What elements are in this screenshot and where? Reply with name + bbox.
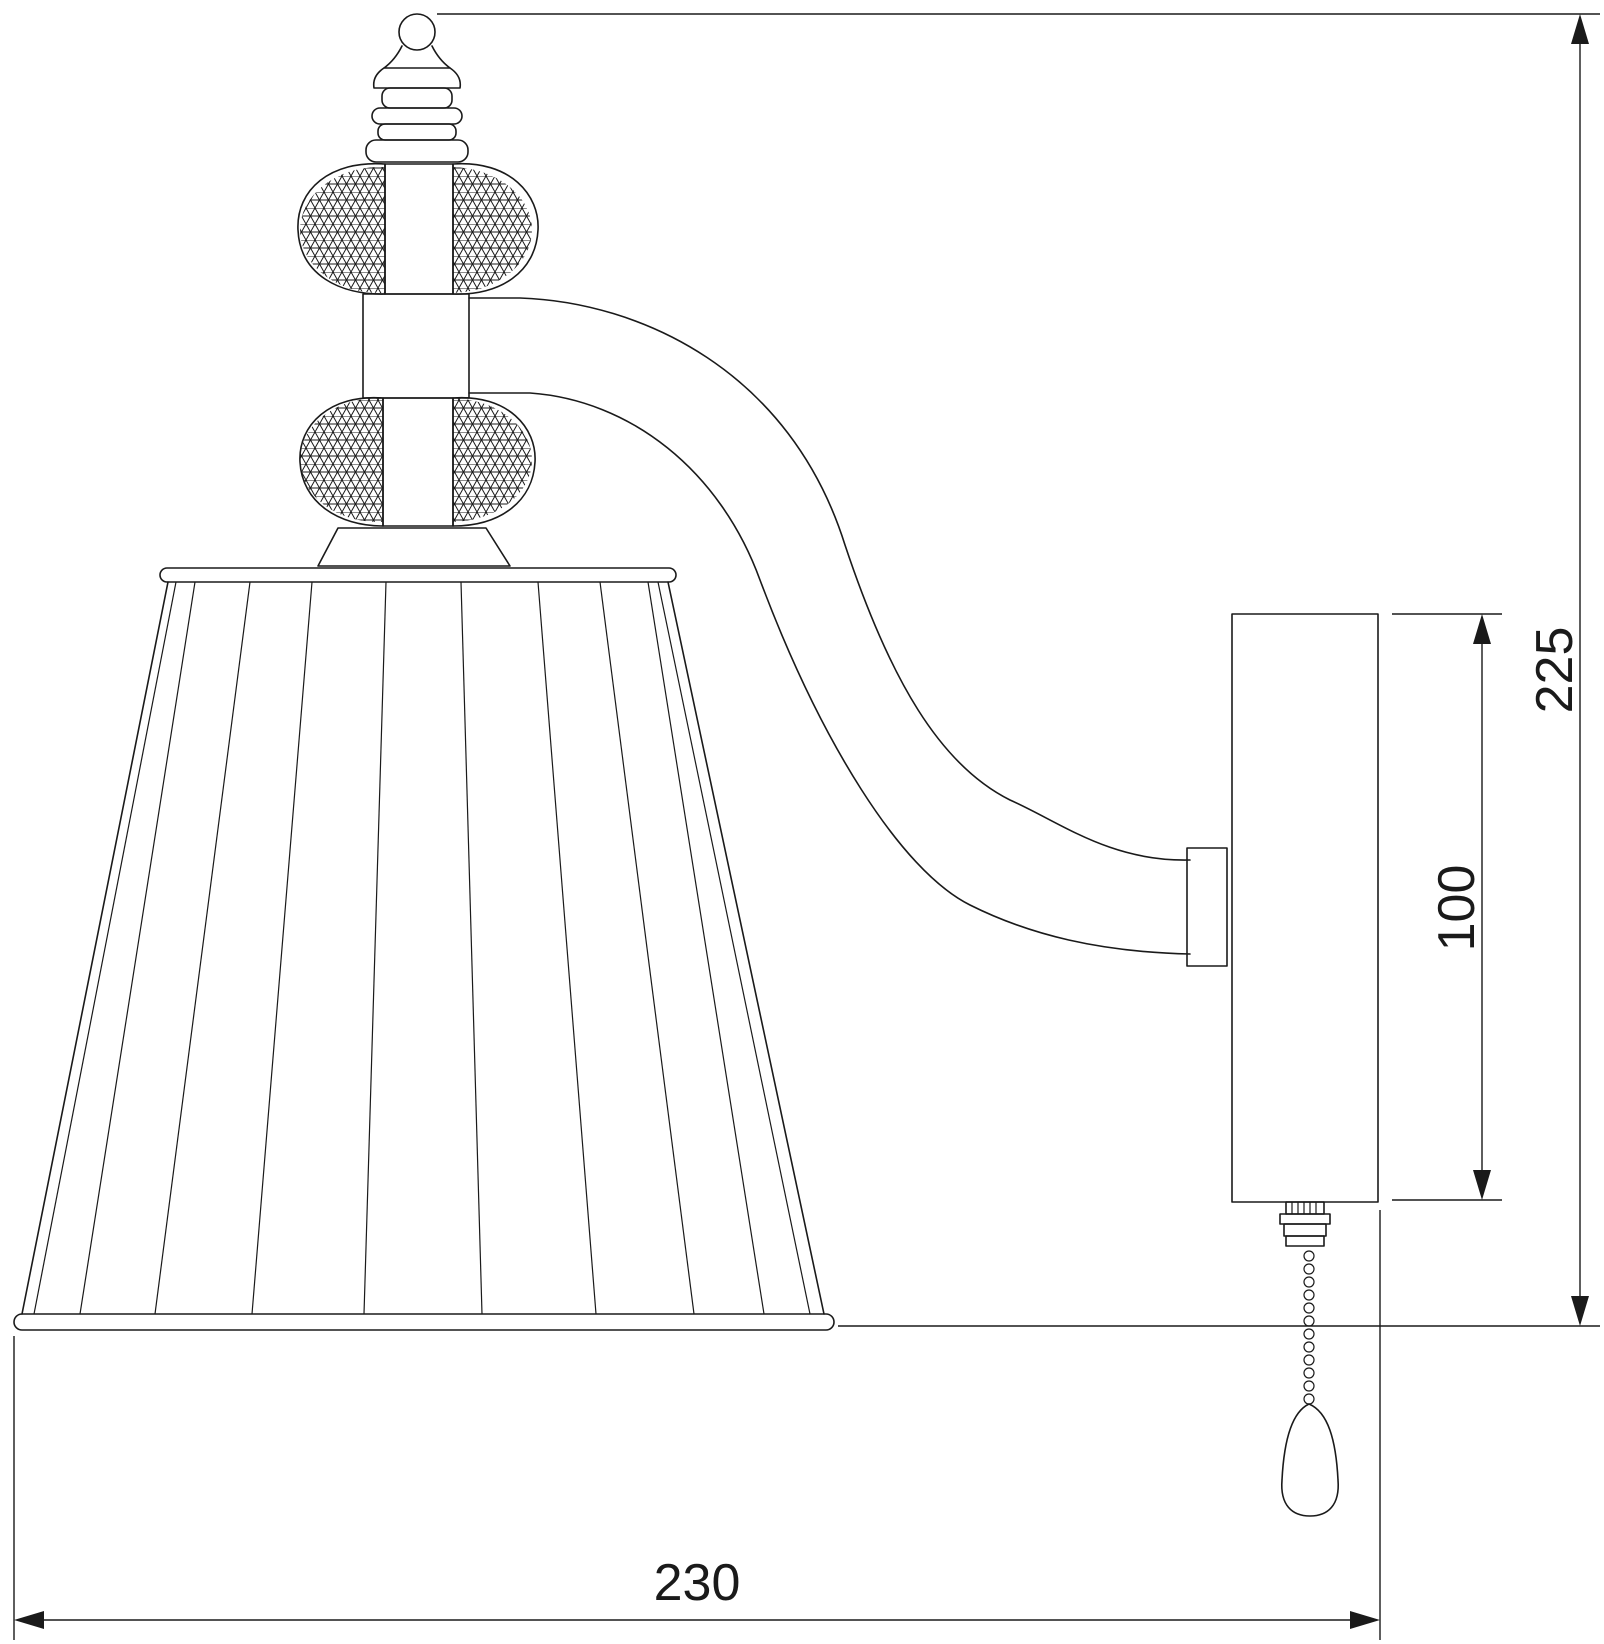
wall-plate-dimension-label: 100: [1428, 865, 1486, 952]
chain-bead: [1303, 1354, 1315, 1366]
chain-bead: [1303, 1380, 1315, 1392]
shade-pleat-line: [251, 581, 313, 1315]
lower-crystal-ball: [299, 396, 536, 527]
shade-edge-line: [33, 581, 177, 1315]
pull-chain: [1303, 1250, 1315, 1405]
width-dimension-label: 230: [654, 1554, 741, 1612]
width-dimension: 230: [13, 1210, 1381, 1640]
shade-pleat-line: [537, 581, 597, 1315]
height-dimension: 225: [437, 13, 1600, 1327]
chain-bead: [1303, 1315, 1315, 1327]
lamp-arm: [468, 297, 1191, 955]
middle-collar: [362, 293, 470, 399]
chain-bead: [1303, 1263, 1315, 1275]
chain-bead: [1303, 1302, 1315, 1314]
shade-cap: [317, 527, 511, 567]
shade-pleat-line: [460, 581, 483, 1315]
chain-bead: [1303, 1289, 1315, 1301]
upper-crystal-ball: [297, 162, 539, 295]
chain-bead: [1303, 1276, 1315, 1288]
chain-bead: [1303, 1341, 1315, 1353]
shade-pleat-line: [647, 581, 765, 1315]
pull-chain-handle: [1281, 1403, 1339, 1517]
shade-pleat-line: [79, 581, 196, 1315]
arm-connector: [1186, 847, 1228, 967]
chain-bead: [1303, 1250, 1315, 1262]
chain-bead: [1303, 1367, 1315, 1379]
chain-bead: [1303, 1393, 1315, 1405]
lamp-shade: [13, 567, 835, 1331]
height-dimension-label: 225: [1526, 627, 1584, 714]
shade-pleat-line: [599, 581, 695, 1315]
wall-plate: [1231, 613, 1379, 1203]
pull-switch: [1279, 1201, 1331, 1247]
finial: [365, 13, 469, 163]
shade-pleat-line: [154, 581, 251, 1315]
shade-edge-line: [657, 581, 811, 1315]
shade-pleat-line: [363, 581, 387, 1315]
chain-bead: [1303, 1328, 1315, 1340]
wall-plate-dimension: 100: [1392, 613, 1502, 1201]
